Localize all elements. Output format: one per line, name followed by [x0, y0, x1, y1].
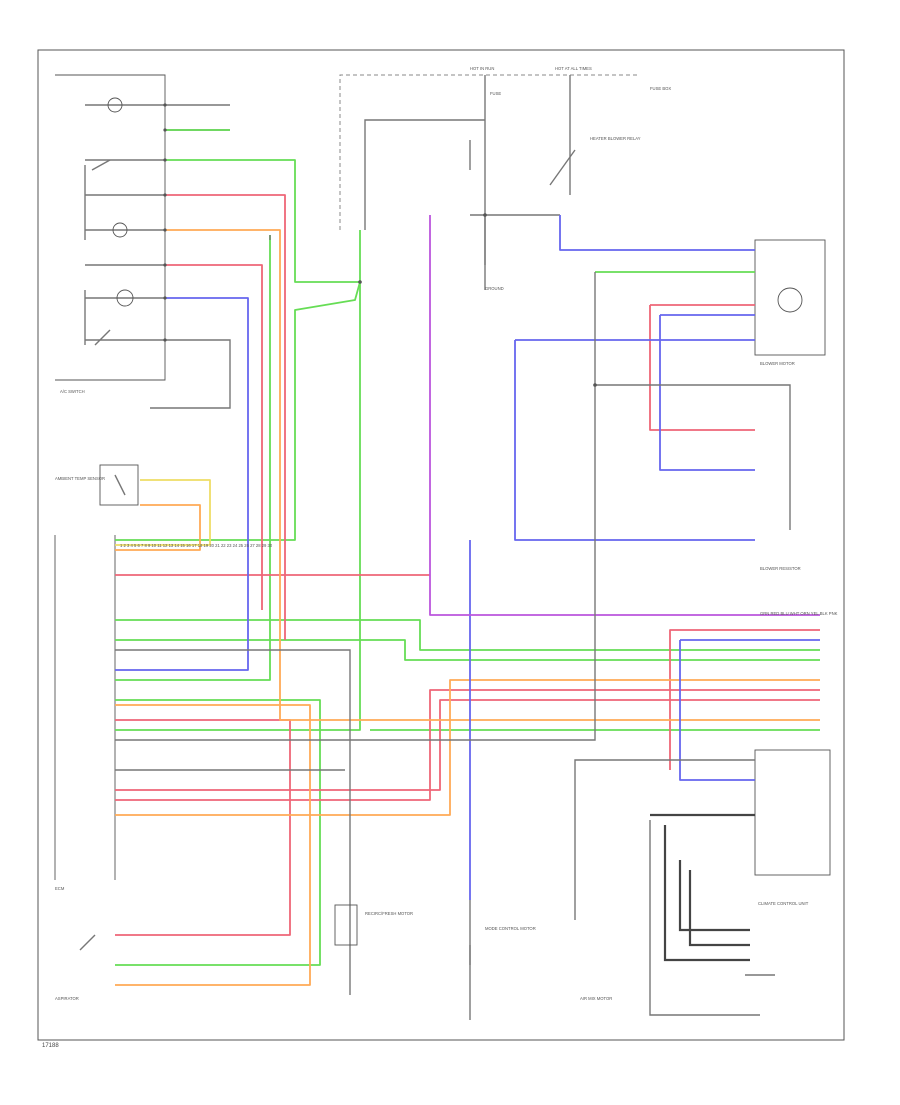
red-wires — [115, 194, 820, 936]
ground-label: GROUND — [485, 286, 504, 291]
pin-list-label: 1 2 3 4 5 6 7 8 9 10 11 12 13 14 15 16 1… — [120, 543, 273, 548]
diagram-frame — [37, 49, 845, 1041]
purple-yellow-wires — [115, 215, 820, 616]
blower-resistor-label: BLOWER RESISTOR — [760, 566, 801, 571]
control-module — [754, 749, 831, 876]
climate-control-unit-label: CLIMATE CONTROL UNIT — [758, 901, 809, 906]
mode-control-motor-label: MODE CONTROL MOTOR — [485, 926, 536, 931]
recirc-fresh-motor-label: RECIRC/FRESH MOTOR — [365, 911, 413, 916]
bottom-components — [79, 904, 775, 976]
connector-pins — [163, 103, 597, 387]
hot-in-run-label: HOT IN RUN — [470, 66, 494, 71]
blower-motor — [754, 239, 826, 356]
fuse-box-label: FUSE BOX — [650, 86, 671, 91]
diagram-labels: HOT IN RUN HOT AT ALL TIMES FUSE BOX FUS… — [55, 66, 838, 1001]
black-wires — [115, 215, 791, 1020]
ambient-temp-sensor-label: AMBIENT TEMP SENSOR — [55, 476, 105, 481]
heater-blower-relay-label: HEATER BLOWER RELAY — [590, 136, 641, 141]
green-wires — [115, 159, 820, 966]
diagram-code: 17188 — [42, 1043, 59, 1049]
ecm-label: ECM — [55, 886, 65, 891]
hot-at-all-times-label: HOT AT ALL TIMES — [555, 66, 592, 71]
aspirator-label: ASPIRATOR — [55, 996, 79, 1001]
orange-wires — [115, 229, 820, 986]
ac-switch-panel — [55, 74, 230, 381]
fuse-label: FUSE — [490, 91, 501, 96]
climate-control-unit-connector — [54, 535, 116, 880]
ambient-temp-sensor — [99, 464, 139, 506]
fuse-box — [339, 74, 640, 265]
blower-motor-label: BLOWER MOTOR — [760, 361, 795, 366]
air-mix-motor-label: AIR MIX MOTOR — [580, 996, 612, 1001]
wire-colors-label: GRN RED BLU WHT ORN YEL BLK PNK — [760, 611, 838, 616]
ac-switch-label: A/C SWITCH — [60, 389, 85, 394]
blue-wires — [115, 215, 820, 900]
